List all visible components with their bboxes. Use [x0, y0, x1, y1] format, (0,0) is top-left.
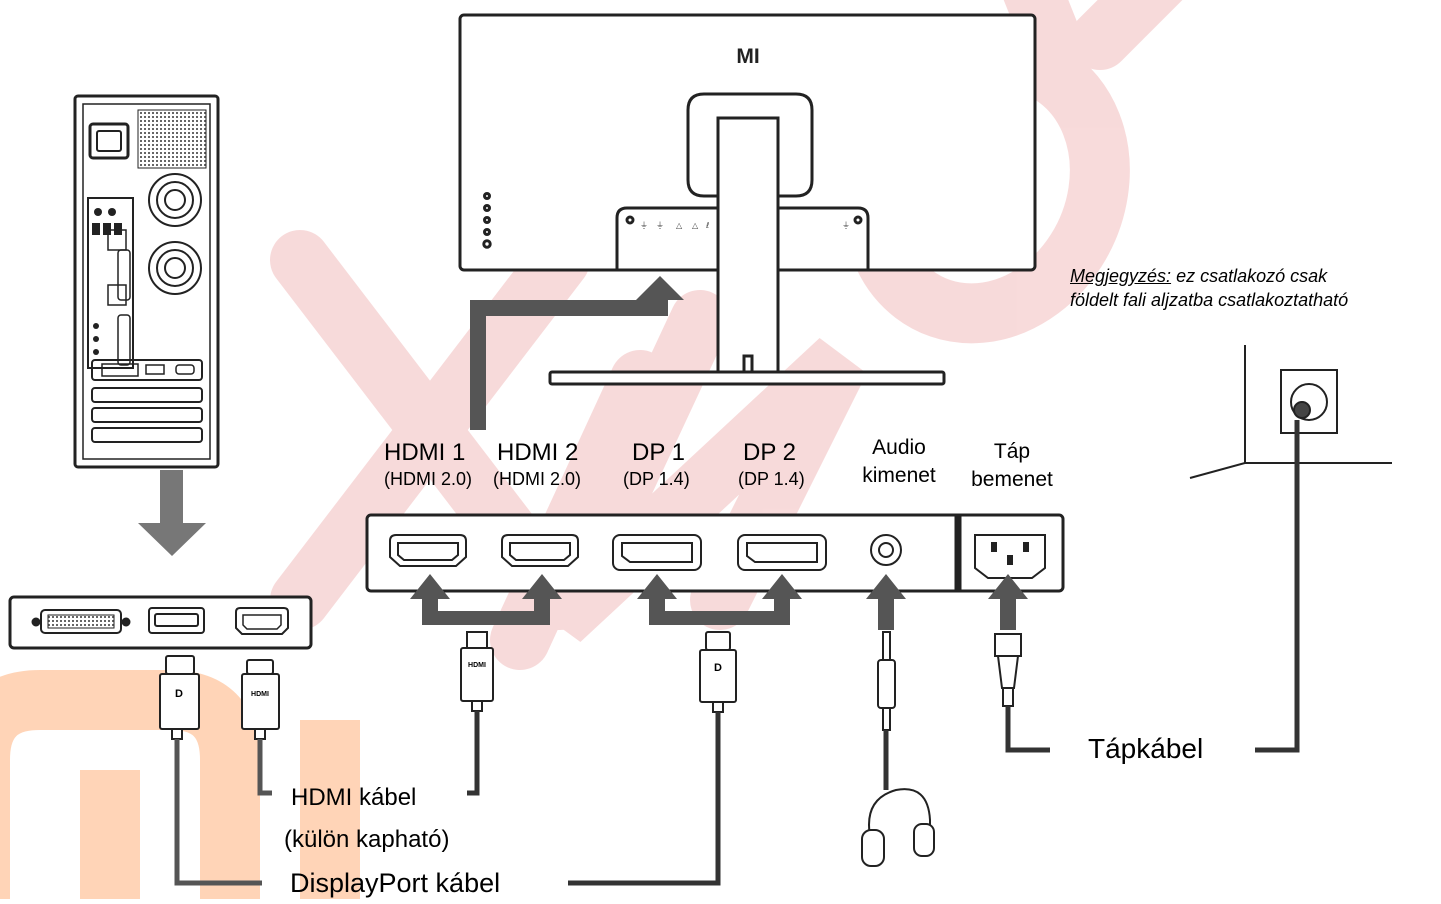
port-spec-hdmi2: (HDMI 2.0) [493, 469, 582, 489]
port-label-power-2: bemenet [971, 468, 1053, 491]
svg-text:△: △ [692, 221, 699, 230]
gpu-hdmi-plug [241, 659, 280, 740]
mi-logo-watermark [0, 670, 360, 900]
power-cable-plug [994, 633, 1022, 707]
port-label-hdmi2: HDMI 2 [497, 439, 579, 466]
dp-cable-mark: D [714, 662, 722, 674]
port-spec-dp1: (DP 1.4) [623, 469, 690, 489]
note-label: Megjegyzés: [1070, 266, 1172, 286]
gpu-dp-plug [159, 655, 200, 740]
monitor-io-panel [365, 513, 1065, 593]
power-cable-label: Tápkábel [1088, 733, 1204, 764]
pc-jacks [92, 208, 122, 355]
port-label-power-1: Táp [993, 440, 1031, 463]
gpu-dp-mark: D [175, 688, 183, 700]
dp2-port [737, 534, 827, 571]
monitor-brand-logo: MI [736, 45, 759, 68]
gpu-hdmi-mark: HDMI [251, 691, 269, 698]
wall-socket [1189, 345, 1392, 479]
headphones-icon [861, 788, 935, 867]
hdmi1-port [389, 534, 467, 567]
hdmi-cable-mark: HDMI [468, 662, 486, 669]
port-spec-dp2: (DP 1.4) [738, 469, 805, 489]
down-arrow [138, 470, 206, 556]
monitor-back [458, 13, 1037, 386]
gpu-cable-lines [174, 739, 272, 886]
dp1-port [612, 534, 702, 571]
grounding-note: Megjegyzés: ez csatlakozó csak földelt f… [1070, 264, 1348, 312]
svg-text:ℓ: ℓ [705, 221, 709, 230]
svg-text:△: △ [676, 221, 683, 230]
port-label-hdmi1: HDMI 1 [384, 439, 466, 466]
svg-text:⏚: ⏚ [640, 221, 648, 230]
audio-port [870, 534, 902, 566]
gpu-port-panel [8, 595, 313, 650]
displayport-cable-label: DisplayPort kábel [290, 868, 501, 898]
hdmi-cable-label: HDMI kábel [291, 784, 417, 811]
port-spec-hdmi1: (HDMI 2.0) [384, 469, 473, 489]
hdmi2-port [501, 534, 579, 567]
port-label-dp1: DP 1 [632, 439, 685, 466]
power-port [974, 534, 1046, 579]
port-arrows [410, 276, 1028, 630]
port-label-audio-1: Audio [872, 436, 926, 459]
note-line2: földelt fali aljzatba csatlakoztatható [1070, 290, 1349, 310]
svg-text:⏚: ⏚ [656, 221, 664, 230]
port-icons-row: ⏚ ⏚ △ △ ℓ ⏚ [640, 221, 850, 230]
port-label-dp2: DP 2 [743, 439, 796, 466]
audio-jack-plug [877, 631, 896, 731]
hdmi-cable-note: (külön kapható) [284, 826, 450, 853]
port-label-audio-2: kimenet [862, 464, 936, 487]
pc-tower [73, 94, 220, 469]
dp-cable-plug [699, 631, 737, 713]
cable-lines [467, 420, 1300, 886]
svg-text:⏚: ⏚ [842, 221, 850, 230]
note-line1: ez csatlakozó csak [1171, 266, 1328, 286]
hdmi-cable-plug [460, 631, 494, 712]
